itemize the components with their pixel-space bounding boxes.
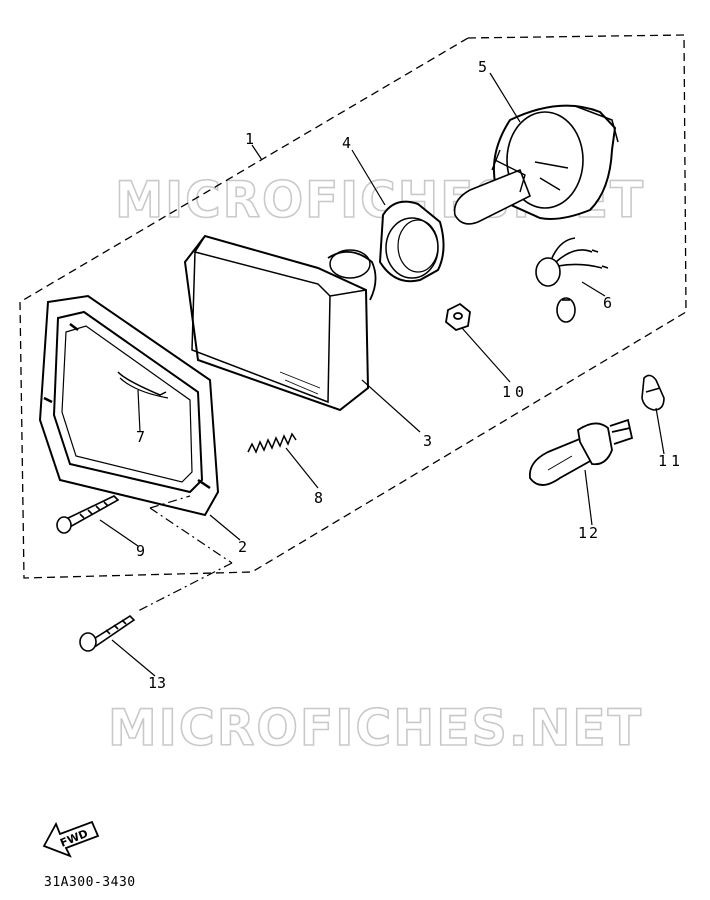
part-nut — [445, 302, 471, 332]
callout-2: 2 — [238, 538, 247, 556]
callout-8: 8 — [314, 489, 323, 507]
fwd-label: FWD — [58, 827, 90, 850]
diagram-code: 31A300-3430 — [44, 875, 136, 890]
callout-11: 11 — [658, 452, 684, 470]
part-spring — [247, 432, 297, 454]
callout-9: 9 — [136, 542, 145, 560]
part-ring — [378, 200, 445, 283]
callout-6: 6 — [603, 294, 612, 312]
part-screw-short — [56, 495, 120, 534]
callout-7: 7 — [136, 428, 145, 446]
part-socket-assembly — [453, 104, 619, 225]
part-small-bulb — [641, 374, 665, 411]
callout-1: 1 — [245, 130, 254, 148]
part-screw-long — [79, 614, 136, 652]
callout-5: 5 — [478, 58, 487, 76]
watermark-bottom: MICROFICHES.NET — [108, 699, 643, 757]
callout-3: 3 — [423, 432, 432, 450]
callout-12: 12 — [578, 524, 600, 542]
part-pilot-socket — [535, 237, 609, 323]
part-headlight-bulb — [528, 418, 634, 486]
callout-10: 10 — [502, 383, 528, 401]
callout-13: 13 — [148, 674, 166, 692]
leader-lines — [99, 72, 665, 677]
fwd-arrow-icon: FWD — [42, 820, 100, 858]
callout-4: 4 — [342, 134, 351, 152]
part-rim — [38, 294, 220, 517]
part-headlight-unit — [183, 234, 377, 412]
